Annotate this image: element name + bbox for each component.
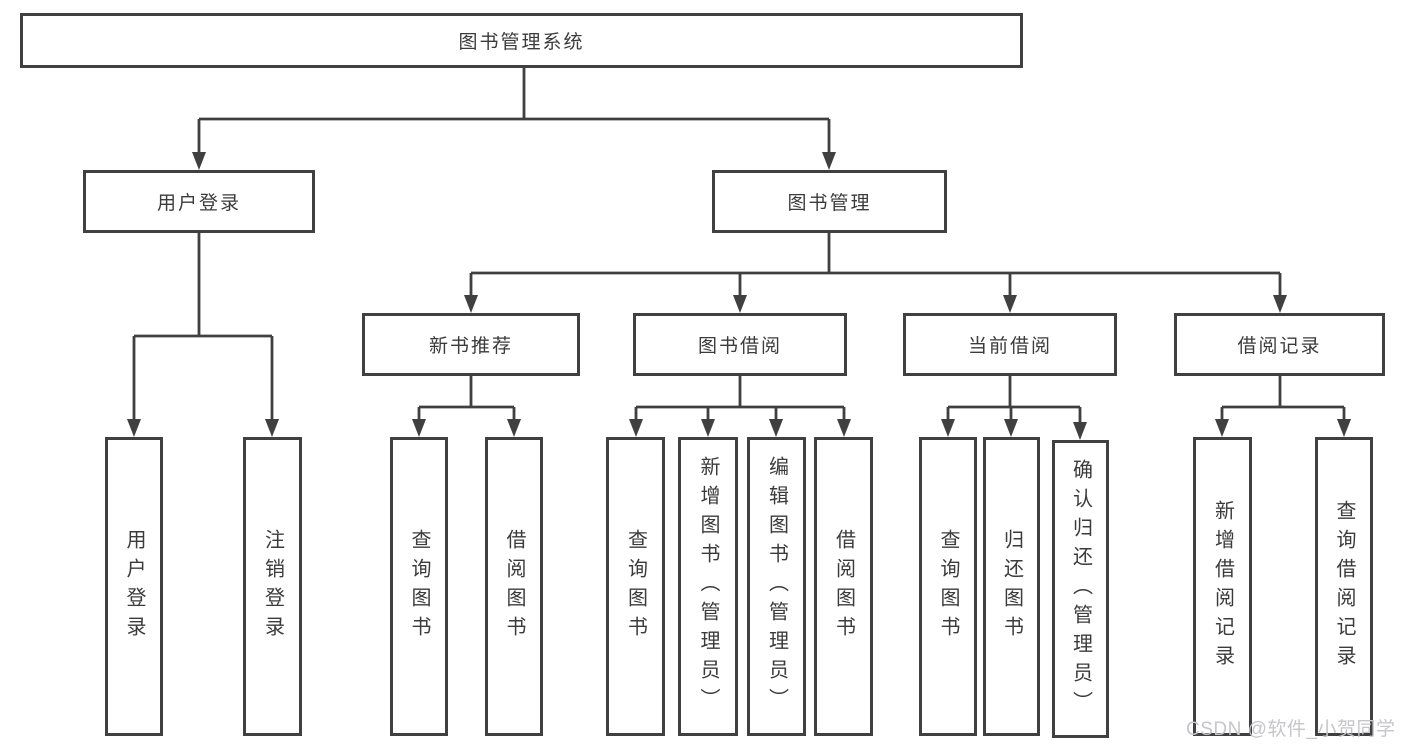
node-leaf-confirm-return-admin: 确认归还（管理员） <box>1052 440 1109 738</box>
node-label: 新书推荐 <box>428 336 513 357</box>
node-label: 查询图书 <box>408 528 430 645</box>
node-label: 注销登录 <box>261 528 284 645</box>
node-leaf-return-book: 归还图书 <box>983 437 1040 736</box>
csdn-watermark: CSDN @软件_小贺同学 <box>1186 719 1396 740</box>
node-leaf-query-book-recommend: 查询图书 <box>390 437 448 736</box>
node-label: 借阅图书 <box>503 528 525 645</box>
node-label: 编辑图书（管理员） <box>765 456 788 717</box>
arrow-down-icons <box>127 152 1351 440</box>
node-new-book-recommend: 新书推荐 <box>362 313 580 376</box>
node-root-library-system: 图书管理系统 <box>20 13 1023 68</box>
node-label: 用户登录 <box>156 193 241 214</box>
node-label: 查询图书 <box>937 528 959 645</box>
node-label: 图书借阅 <box>697 336 782 357</box>
node-user-login: 用户登录 <box>83 170 315 233</box>
node-leaf-borrow-book-recommend: 借阅图书 <box>485 437 543 736</box>
node-borrowing-records: 借阅记录 <box>1174 313 1385 376</box>
node-leaf-edit-book-admin: 编辑图书（管理员） <box>747 437 806 736</box>
node-label: 借阅记录 <box>1237 336 1322 357</box>
tree-edges <box>132 68 1346 434</box>
node-label: 查询图书 <box>624 528 647 645</box>
node-label: 图书管理系统 <box>458 32 585 53</box>
node-label: 确认归还（管理员） <box>1069 458 1092 720</box>
node-leaf-query-borrow-record: 查询借阅记录 <box>1315 437 1373 736</box>
node-leaf-add-borrow-record: 新增借阅记录 <box>1193 437 1252 736</box>
node-leaf-user-login: 用户登录 <box>105 437 163 736</box>
node-leaf-borrow-book: 借阅图书 <box>814 437 873 736</box>
node-leaf-query-book-current: 查询图书 <box>919 437 977 736</box>
node-book-management: 图书管理 <box>712 170 947 233</box>
node-label: 借阅图书 <box>832 528 855 645</box>
node-label: 归还图书 <box>1000 528 1023 645</box>
node-label: 当前借阅 <box>967 336 1052 357</box>
node-label: 查询借阅记录 <box>1333 499 1355 674</box>
node-leaf-logout: 注销登录 <box>243 437 302 736</box>
node-label: 图书管理 <box>787 193 872 214</box>
node-label: 新增图书（管理员） <box>697 456 719 717</box>
node-label: 新增借阅记录 <box>1211 499 1234 674</box>
node-leaf-query-book-borrow: 查询图书 <box>606 437 665 736</box>
node-label: 用户登录 <box>123 528 145 645</box>
node-current-borrowing: 当前借阅 <box>903 313 1117 376</box>
node-book-borrowing: 图书借阅 <box>633 313 847 376</box>
node-leaf-add-book-admin: 新增图书（管理员） <box>678 437 738 736</box>
